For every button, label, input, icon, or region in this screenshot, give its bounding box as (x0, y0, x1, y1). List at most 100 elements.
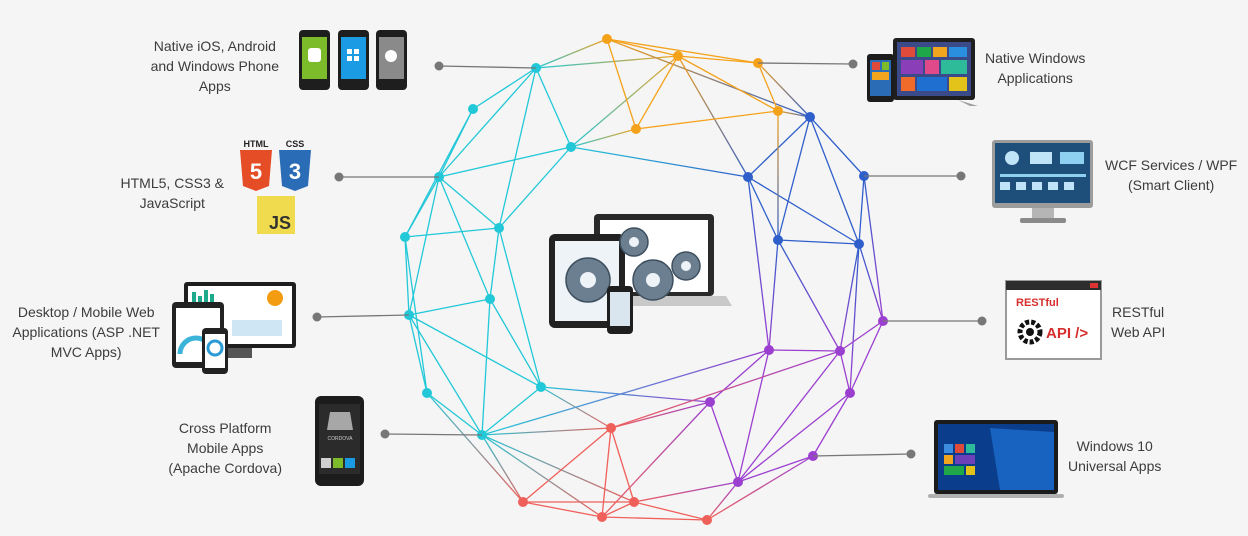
mesh-node (485, 294, 495, 304)
mesh-edge (606, 38, 759, 64)
mesh-edge (747, 176, 770, 351)
label-wcf: WCF Services / WPF (Smart Client) (1105, 155, 1237, 195)
mesh-edge (540, 386, 711, 403)
label-native-windows: Native Windows Applications (985, 48, 1085, 88)
mesh-edge (426, 392, 524, 503)
mesh-edge (481, 298, 491, 436)
restful-text: RESTful (1016, 297, 1059, 309)
mesh-node (566, 142, 576, 152)
mesh-edge (635, 55, 679, 130)
label-line: JavaScript (139, 195, 205, 211)
mesh-edge (535, 38, 608, 69)
mesh-edge (408, 176, 440, 316)
mesh-edge (777, 239, 841, 352)
api-text: API /> (1046, 325, 1088, 342)
label-line: Native iOS, Android (153, 38, 276, 54)
css3-shield-icon (279, 150, 311, 191)
connector-line (384, 433, 483, 436)
css-text: CSS (286, 139, 305, 149)
label-line: HTML5, CSS3 & (120, 175, 224, 191)
connector-line (316, 314, 410, 318)
html-text: HTML (244, 139, 269, 149)
label-line: Applications (997, 70, 1073, 86)
mesh-edge (601, 401, 711, 518)
mesh-edge (601, 501, 635, 518)
mesh-edge (404, 236, 410, 316)
mesh-edge (777, 239, 860, 245)
mesh-edge (737, 455, 814, 483)
mesh-edge (737, 350, 841, 483)
mesh-node (845, 388, 855, 398)
label-line: Web API (1111, 324, 1166, 340)
label-html5: HTML5, CSS3 & JavaScript (121, 173, 224, 213)
mesh-edge (777, 110, 811, 118)
mesh-edge (498, 67, 537, 229)
mesh-edge (709, 349, 770, 403)
connector-dot (312, 312, 322, 322)
mesh-node (743, 172, 753, 182)
windows10-laptop-icon (928, 420, 1064, 498)
label-line: Universal Apps (1068, 458, 1162, 474)
mesh-edge (404, 236, 428, 394)
label-line: Native Windows (985, 50, 1086, 66)
label-line: (Smart Client) (1127, 177, 1215, 193)
connector-line (812, 453, 912, 457)
mesh-edge (498, 227, 542, 388)
mesh-edge (737, 349, 770, 483)
mesh-node (597, 512, 607, 522)
smartphones-icon (299, 30, 407, 90)
js-logo-icon (257, 196, 295, 234)
connector-dot (434, 61, 444, 71)
html-css-js-icon: HTML CSS 5 3 JS (240, 139, 311, 234)
mesh-node (518, 497, 528, 507)
mesh-edge (570, 146, 749, 178)
mesh-edge (633, 501, 708, 521)
mesh-edge (706, 481, 739, 521)
mesh-edge (481, 386, 542, 436)
mesh-edge (606, 38, 679, 57)
mesh-edge (768, 239, 779, 351)
mesh-edge (570, 128, 637, 148)
mesh-node (805, 112, 815, 122)
mesh-edge (706, 455, 814, 521)
label-line: Windows 10 (1076, 438, 1153, 454)
label-line: Applications (ASP .NET (12, 324, 160, 340)
mesh-edge (408, 314, 542, 388)
mesh-edge (709, 401, 739, 483)
mesh-edge (522, 427, 612, 503)
mesh-edge (635, 110, 779, 130)
mesh-edge (472, 67, 537, 110)
label-line: (Apache Cordova) (168, 460, 282, 476)
mesh-node (702, 515, 712, 525)
label-line: Mobile Apps (187, 440, 264, 456)
mesh-edge (498, 146, 572, 229)
connector-dot (956, 171, 966, 181)
mesh-edge (747, 176, 779, 241)
mesh-edge (522, 501, 603, 518)
mesh-node (835, 346, 845, 356)
mesh-edge (809, 116, 865, 177)
mesh-edge (438, 146, 572, 178)
mesh-edge (438, 176, 491, 300)
mesh-node (422, 388, 432, 398)
mesh-edge (601, 427, 612, 518)
mesh-edge (839, 320, 884, 352)
mesh-node (631, 124, 641, 134)
mesh-edge (610, 427, 635, 503)
responsive-devices-icon (172, 282, 296, 374)
html5-badge: 5 (250, 159, 262, 184)
devices-with-gears-icon (549, 214, 732, 334)
mesh-edge (677, 55, 759, 64)
mesh-edge (601, 516, 708, 521)
mesh-edge (481, 434, 635, 503)
label-native-mobile: Native iOS, Android and Windows Phone Ap… (151, 36, 279, 96)
label-line: Desktop / Mobile Web (17, 304, 155, 320)
mesh-node (494, 223, 504, 233)
label-restful: RESTful Web API (1111, 302, 1165, 342)
mesh-node (764, 345, 774, 355)
mesh-node (773, 235, 783, 245)
connector-dot (848, 59, 858, 69)
mesh-edge (438, 176, 500, 229)
mesh-edge (633, 481, 739, 503)
